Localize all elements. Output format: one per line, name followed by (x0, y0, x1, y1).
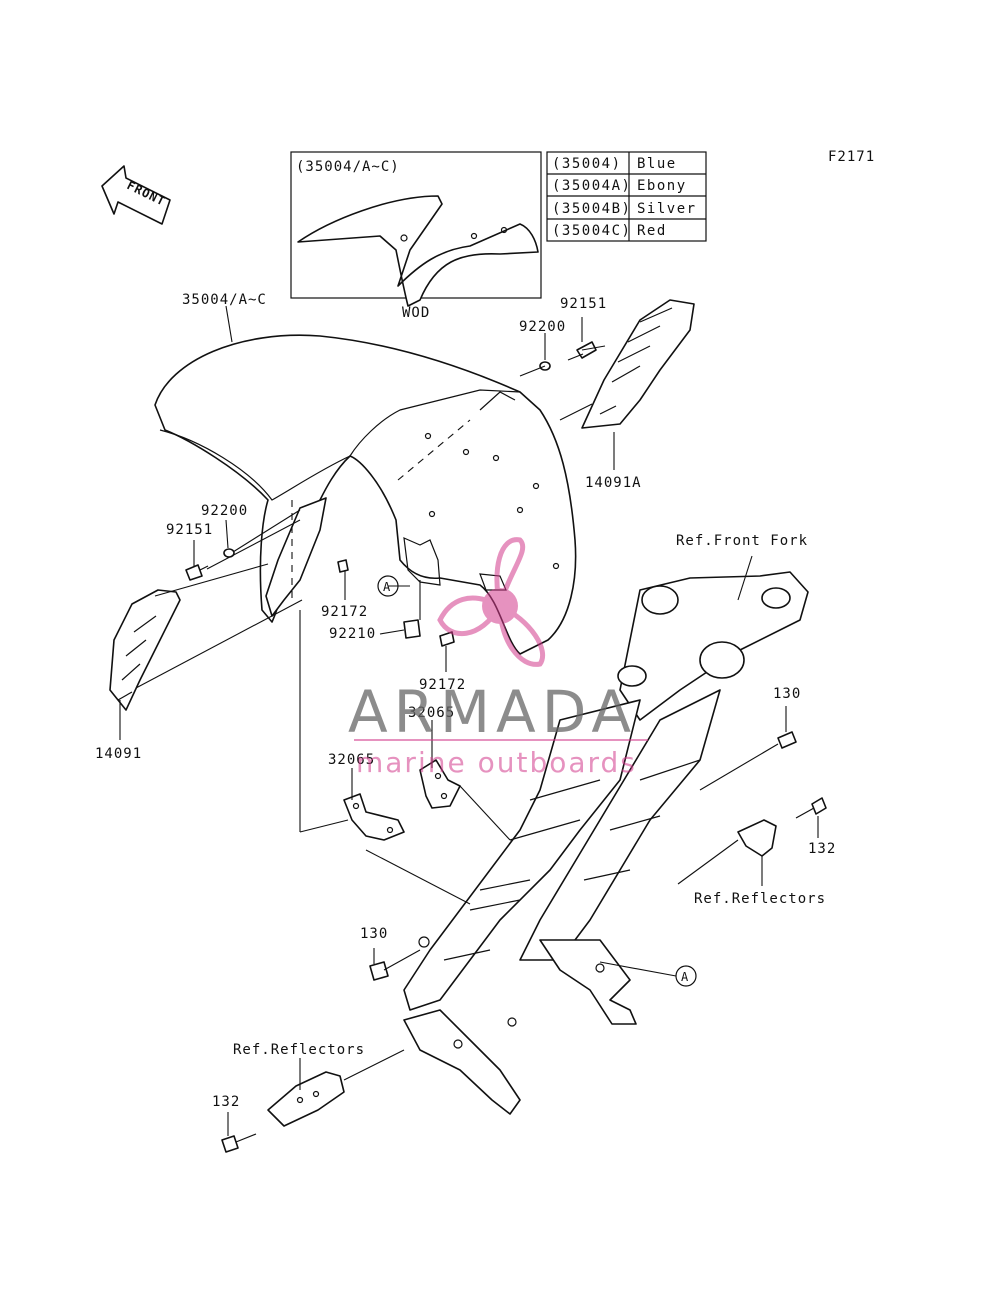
bolt-92151-left-icon (185, 564, 209, 581)
marker-a-top: A (377, 575, 399, 597)
marker-a-top-label: A (383, 580, 391, 594)
marker-a-bottom: A (675, 965, 697, 987)
inset-box: (35004/A~C) WOD (290, 151, 542, 321)
bolt-92151-right-icon (567, 341, 597, 361)
color-table: (35004) Blue (35004A) Ebony (35004B) Sil… (546, 151, 707, 242)
color-table-color: Silver (637, 201, 697, 217)
inset-title: (35004/A~C) (296, 159, 400, 175)
callout-bolt-130-left: 130 (360, 926, 388, 942)
color-table-code: (35004A) (552, 178, 631, 194)
callout-bracket-lower: 32065 (328, 752, 375, 768)
color-table-code: (35004B) (552, 201, 631, 217)
cover-right-14091a (581, 299, 695, 429)
watermark-brand: ARMADA (348, 678, 637, 746)
callout-bolt-132-right: 132 (808, 841, 836, 857)
callout-washer-left: 92200 (201, 503, 248, 519)
watermark-propeller-icon (437, 537, 546, 667)
callout-bolt-right-top: 92151 (560, 296, 607, 312)
reflector-bracket-left (267, 1071, 345, 1127)
callout-cover-left: 14091 (95, 746, 142, 762)
screw-92172-center-icon (439, 631, 455, 647)
color-table-code: (35004C) (552, 223, 631, 239)
callout-screw-center: 92172 (419, 677, 466, 693)
screw-92172-left-icon (337, 559, 349, 573)
callout-ref-reflectors-right: Ref.Reflectors (694, 891, 826, 907)
color-table-color: Ebony (637, 178, 687, 194)
color-table-code: (35004) (552, 156, 622, 172)
watermark: ARMADA marine outboards (348, 537, 648, 779)
callout-ref-reflectors-left: Ref.Reflectors (233, 1042, 365, 1058)
bolt-130-left-icon (369, 961, 389, 981)
front-fork-assembly (403, 571, 809, 1115)
front-arrow-icon: FRONT (101, 165, 171, 225)
figure-code: F2171 (828, 149, 875, 165)
clip-92210-icon (403, 619, 421, 639)
reflector-bracket-right (737, 819, 777, 857)
leader-lines (119, 305, 819, 1136)
marker-a-bottom-label: A (681, 970, 689, 984)
callout-bolt-130-right: 130 (773, 686, 801, 702)
callout-clip: 92210 (329, 626, 376, 642)
color-table-color: Red (637, 223, 667, 239)
inset-fender-drawing (297, 195, 539, 307)
front-fender (154, 334, 577, 655)
callout-bolt-132-left: 132 (212, 1094, 240, 1110)
bolt-132-right-icon (795, 797, 827, 819)
callout-washer-right-top: 92200 (519, 319, 566, 335)
bracket-32065-upper (419, 759, 461, 809)
bolt-132-left-icon (221, 1133, 257, 1153)
bolt-130-right-icon (777, 731, 797, 749)
inset-caption: WOD (402, 305, 430, 321)
callout-cover-right: 14091A (585, 475, 642, 491)
watermark-tagline: marine outboards (356, 746, 637, 779)
callout-ref-front-fork: Ref.Front Fork (676, 533, 808, 549)
callout-screw-left: 92172 (321, 604, 368, 620)
callout-bolt-left: 92151 (166, 522, 213, 538)
callout-fender: 35004/A~C (182, 292, 267, 308)
fender-side-bracket (265, 497, 327, 617)
bracket-32065-lower (343, 793, 405, 841)
cover-left-14091 (109, 589, 181, 711)
color-table-color: Blue (637, 156, 677, 172)
callout-bracket-upper: 32065 (408, 705, 455, 721)
